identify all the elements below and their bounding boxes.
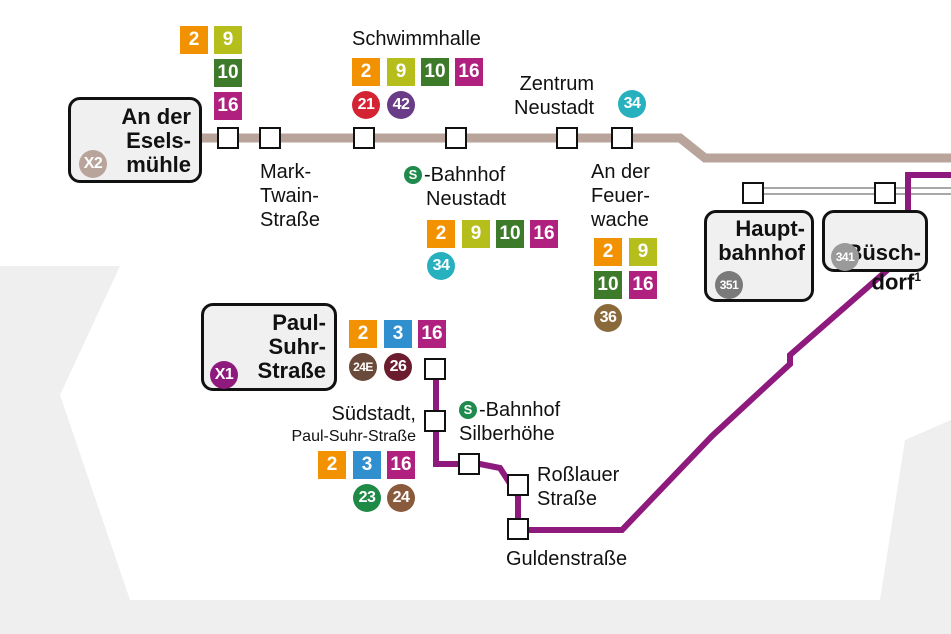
route-circle-42[interactable]: 42 [387, 91, 415, 119]
route-badge-x2[interactable]: X2 [79, 150, 107, 178]
terminal-name: Haupt- bahnhof [718, 216, 805, 265]
route-badge-351[interactable]: 351 [715, 271, 743, 299]
stop-schwimmhalle[interactable] [353, 127, 375, 149]
stop-bueschdorf[interactable] [874, 182, 896, 204]
stop-label-sbahnhof-silberhoehe: S-Bahnhof Silberhöhe [459, 398, 560, 446]
label-line: An der [591, 161, 650, 183]
route-badge-10[interactable]: 10 [496, 220, 524, 248]
route-badge-2[interactable]: 2 [427, 220, 455, 248]
label-line: Mark- [260, 161, 312, 183]
terminal-name: Büsch- dorf1 [810, 217, 921, 318]
stop-label-an-der-feuerwache: An der Feuer- wache [591, 160, 650, 232]
stop-label-zentrum-neustadt: Zentrum Neustadt [514, 72, 594, 120]
route-badge-10[interactable]: 10 [421, 58, 449, 86]
route-badge-16[interactable]: 16 [214, 92, 242, 120]
label-line: Neustadt [514, 97, 595, 119]
route-badge-10[interactable]: 10 [594, 271, 622, 299]
route-badge-9[interactable]: 9 [214, 26, 242, 54]
terminal-name-text: Büsch- dorf [846, 240, 921, 295]
footnote-marker: 1 [914, 270, 921, 284]
route-badge-x1[interactable]: X1 [210, 361, 238, 389]
sbahn-icon: S [404, 166, 422, 184]
route-circle-24[interactable]: 24 [387, 484, 415, 512]
route-badge-16[interactable]: 16 [629, 271, 657, 299]
terminal-name: An der Esels- mühle [121, 104, 191, 177]
label-line: Straße [260, 209, 321, 231]
stop-sbahnhof-neustadt[interactable] [445, 127, 467, 149]
route-badge-2[interactable]: 2 [318, 451, 346, 479]
stop-label-sbahnhof-neustadt: S-Bahnhof Neustadt [404, 163, 506, 211]
route-circle-23[interactable]: 23 [353, 484, 381, 512]
terminal-paul-suhr-strasse[interactable]: Paul- Suhr- Straße X1 [201, 303, 337, 391]
terminal-hauptbahnhof[interactable]: Haupt- bahnhof 351 [704, 210, 814, 302]
route-circle-34[interactable]: 34 [427, 252, 455, 280]
route-badge-9[interactable]: 9 [462, 220, 490, 248]
route-badge-16[interactable]: 16 [387, 451, 415, 479]
terminal-name: Paul- Suhr- Straße [257, 310, 326, 383]
route-badge-2[interactable]: 2 [349, 320, 377, 348]
route-circle-24e[interactable]: 24E [349, 353, 377, 381]
stop-zentrum-neustadt[interactable] [556, 127, 578, 149]
stop-label-mark-twain: Mark- Twain- Straße [260, 160, 320, 232]
label-line: Roßlauer [537, 464, 620, 486]
sbahn-icon: S [459, 401, 477, 419]
terminal-bueschdorf[interactable]: Büsch- dorf1 341 [822, 210, 928, 294]
stop-label-suedstadt: Südstadt, [331, 402, 416, 426]
label-line: Feuer- [591, 185, 650, 207]
stop-an-der-feuerwache[interactable] [611, 127, 633, 149]
stop-an-der-eselsmuehle[interactable] [217, 127, 239, 149]
label-text: -Bahnhof [424, 164, 506, 186]
route-badge-16[interactable]: 16 [418, 320, 446, 348]
stop-mark-twain-strasse[interactable] [259, 127, 281, 149]
background-area-bottom [0, 395, 380, 634]
stop-rosslauer-strasse[interactable] [507, 474, 529, 496]
stop-label-guldenstrasse: Guldenstraße [506, 548, 628, 570]
route-badge-10[interactable]: 10 [214, 59, 242, 87]
route-circle-26[interactable]: 26 [384, 353, 412, 381]
background-area [0, 266, 120, 395]
route-badge-3[interactable]: 3 [353, 451, 381, 479]
route-circle-34[interactable]: 34 [618, 90, 646, 118]
route-circle-36[interactable]: 36 [594, 304, 622, 332]
label-line: Zentrum [519, 73, 595, 95]
route-circle-21[interactable]: 21 [352, 91, 380, 119]
label-line: Südstadt, [331, 403, 416, 425]
label-text: -Bahnhof [479, 399, 561, 421]
label-line: Straße [537, 488, 598, 510]
stop-guldenstrasse[interactable] [507, 518, 529, 540]
label-line: Twain- [260, 185, 319, 207]
stop-label-schwimmhalle: Schwimmhalle [352, 28, 481, 50]
label-line: Neustadt [426, 188, 507, 210]
background-area-right [380, 420, 951, 634]
stop-paul-suhr-strasse[interactable] [424, 358, 446, 380]
line-x2-route [200, 133, 951, 163]
route-badge-2[interactable]: 2 [180, 26, 208, 54]
label-line: S-Bahnhof [459, 398, 560, 422]
stop-hauptbahnhof[interactable] [742, 182, 764, 204]
route-badge-9[interactable]: 9 [387, 58, 415, 86]
stop-label-rosslauer-strasse: Roßlauer Straße [537, 463, 619, 511]
label-line: Silberhöhe [459, 423, 555, 445]
label-line: S-Bahnhof [404, 163, 506, 187]
label-line: wache [591, 209, 649, 231]
stop-suedstadt[interactable] [424, 410, 446, 432]
route-badge-2[interactable]: 2 [594, 238, 622, 266]
route-badge-2[interactable]: 2 [352, 58, 380, 86]
stop-label-suedstadt-sub: Paul-Suhr-Straße [291, 428, 417, 445]
route-badge-16[interactable]: 16 [455, 58, 483, 86]
route-badge-3[interactable]: 3 [384, 320, 412, 348]
route-badge-16[interactable]: 16 [530, 220, 558, 248]
terminal-an-der-eselsmuehle[interactable]: An der Esels- mühle X2 [68, 97, 202, 183]
route-badge-9[interactable]: 9 [629, 238, 657, 266]
route-badge-341[interactable]: 341 [831, 243, 859, 271]
stop-sbahnhof-silberhoehe[interactable] [458, 453, 480, 475]
